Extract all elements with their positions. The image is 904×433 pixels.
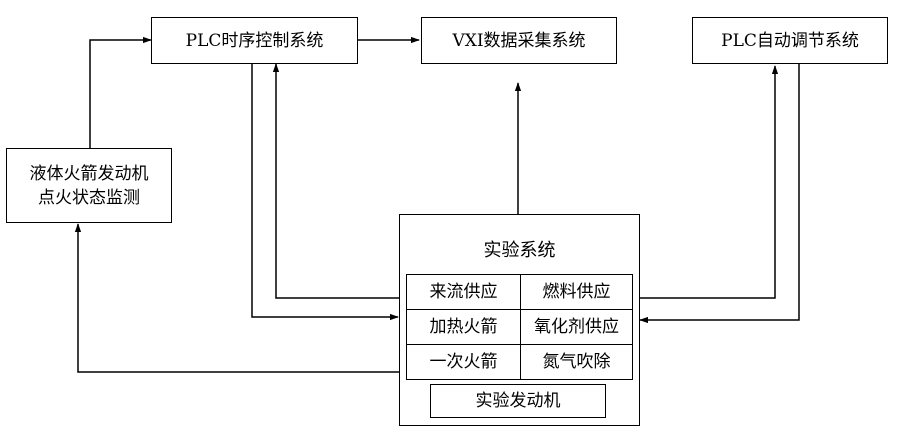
cell-oxidizer-supply: 氧化剂供应 [520, 309, 633, 345]
ignition-monitor-label-line1: 液体火箭发动机 [29, 163, 149, 184]
test-engine-box: 实验发动机 [430, 384, 606, 418]
cell-nitrogen-purge: 氮气吹除 [520, 344, 633, 380]
arrow-test-system-to-plc-auto [633, 65, 779, 299]
plc-timing-control-box: PLC时序控制系统 [151, 17, 358, 64]
vxi-data-acquisition-box: VXI数据采集系统 [421, 17, 617, 64]
arrow-plc-auto-to-test-system [639, 64, 800, 324]
test-system-title: 实验系统 [483, 240, 556, 261]
cell-incoming-flow-supply: 来流供应 [406, 274, 521, 310]
ignition-monitor-box: 液体火箭发动机 点火状态监测 [6, 148, 172, 223]
vxi-data-acquisition-label: VXI数据采集系统 [452, 30, 586, 51]
arrow-test-system-to-plc-timing [272, 63, 405, 299]
plc-auto-regulation-label: PLC自动调节系统 [721, 30, 859, 51]
arrow-plc-timing-to-test-system [251, 64, 399, 321]
cell-primary-rocket: 一次火箭 [406, 344, 521, 380]
arrow-test-system-to-monitor [74, 223, 399, 373]
cell-fuel-supply: 燃料供应 [520, 274, 633, 310]
arrow-monitor-to-plc-timing [89, 36, 152, 148]
test-system-box: 实验系统 来流供应 燃料供应 加热火箭 氧化剂供应 一次火箭 氮气吹除 实验发动… [399, 214, 640, 426]
ignition-monitor-label-line2: 点火状态监测 [38, 187, 140, 208]
plc-auto-regulation-box: PLC自动调节系统 [692, 17, 888, 64]
plc-timing-control-label: PLC时序控制系统 [185, 30, 324, 51]
cell-heating-rocket: 加热火箭 [406, 309, 521, 345]
